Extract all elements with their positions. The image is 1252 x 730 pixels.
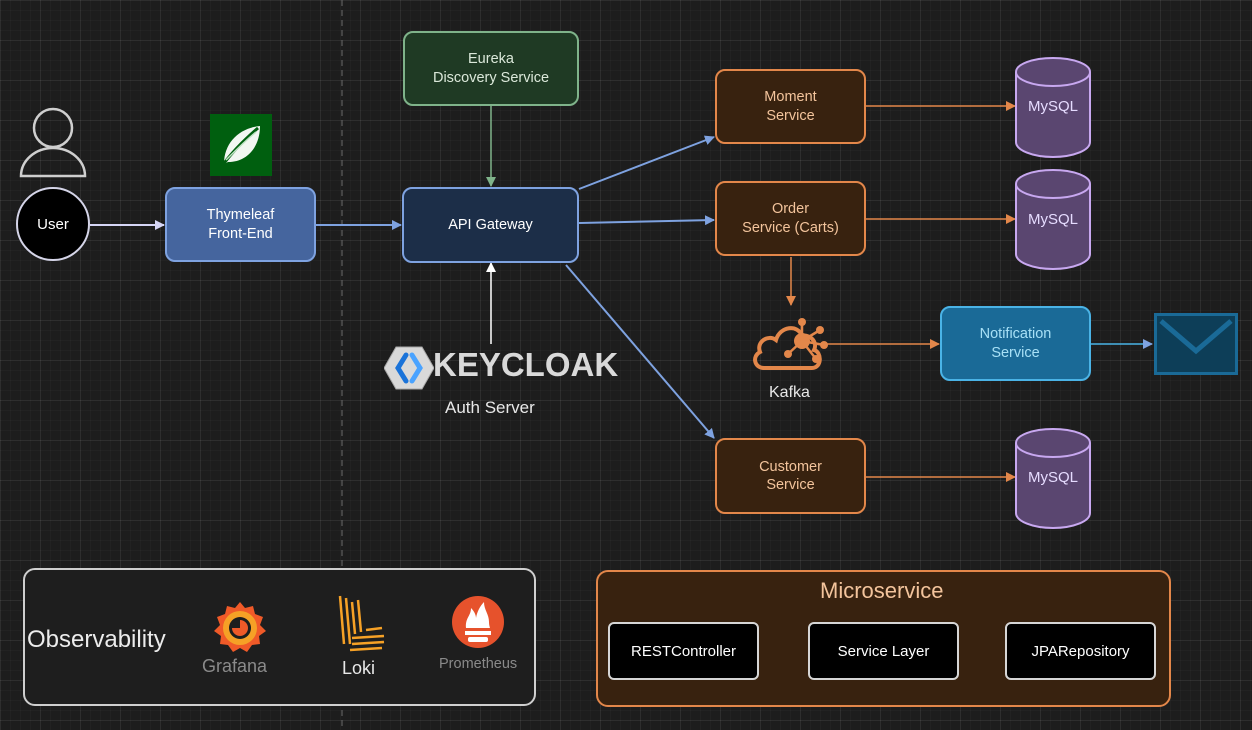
rest-controller-label: RESTController (630, 642, 737, 660)
customer-service[interactable]: Customer Service (715, 438, 866, 514)
rest-controller-layer[interactable]: RESTController (608, 622, 759, 680)
notification-service[interactable]: Notification Service (940, 306, 1091, 381)
eureka-discovery-service[interactable]: Eureka Discovery Service (403, 31, 579, 106)
loki-label: Loki (342, 658, 376, 678)
jpa-repository-label: JPARepository (1031, 642, 1130, 660)
kafka-cloud-icon (753, 318, 828, 370)
mysql-database-moment[interactable] (1014, 56, 1094, 160)
loki-logo-icon (338, 595, 385, 652)
grafana-label: Grafana (202, 656, 268, 676)
observability-title: Observability (27, 626, 166, 653)
edge-gateway-order (578, 215, 715, 226)
mysql-label-order: MySQL (1027, 211, 1078, 228)
user-label: User (37, 215, 69, 233)
edge-gateway-customer (565, 264, 715, 439)
envelope-icon (1154, 313, 1238, 375)
service-layer-label: Service Layer (837, 642, 930, 660)
eureka-label: Eureka Discovery Service (432, 51, 550, 86)
grafana-logo-icon (214, 602, 266, 652)
notification-label: Notification Service (979, 326, 1052, 361)
order-service[interactable]: Order Service (Carts) (715, 181, 866, 256)
keycloak-logo-icon (384, 346, 434, 390)
microservice-title: Microservice (820, 578, 944, 603)
moment-label: Moment Service (764, 89, 817, 124)
prometheus-label: Prometheus (439, 656, 518, 672)
api-gateway[interactable]: API Gateway (402, 187, 579, 263)
mysql-database-customer[interactable] (1014, 427, 1094, 531)
service-layer[interactable]: Service Layer (808, 622, 959, 680)
keycloak-wordmark: KEYCLOAK (433, 346, 619, 383)
edge-gateway-moment (578, 135, 715, 190)
observability-panel (23, 568, 536, 706)
moment-service[interactable]: Moment Service (715, 69, 866, 144)
mysql-database-order[interactable] (1014, 168, 1094, 272)
user-node[interactable]: User (16, 187, 90, 261)
thymeleaf-label: Thymeleaf Front-End (206, 207, 275, 242)
thymeleaf-frontend[interactable]: Thymeleaf Front-End (165, 187, 316, 262)
kafka-label: Kafka (769, 384, 810, 401)
order-label: Order Service (Carts) (742, 201, 839, 236)
mysql-label-moment: MySQL (1027, 98, 1078, 115)
user-avatar-icon (19, 107, 87, 178)
customer-label: Customer Service (759, 458, 822, 493)
thymeleaf-leaf-icon (210, 114, 272, 176)
mysql-label-customer: MySQL (1027, 469, 1078, 486)
jpa-repository-layer[interactable]: JPARepository (1005, 622, 1156, 680)
auth-server-caption: Auth Server (445, 398, 535, 417)
gateway-label: API Gateway (448, 216, 533, 233)
prometheus-logo-icon (452, 596, 504, 648)
